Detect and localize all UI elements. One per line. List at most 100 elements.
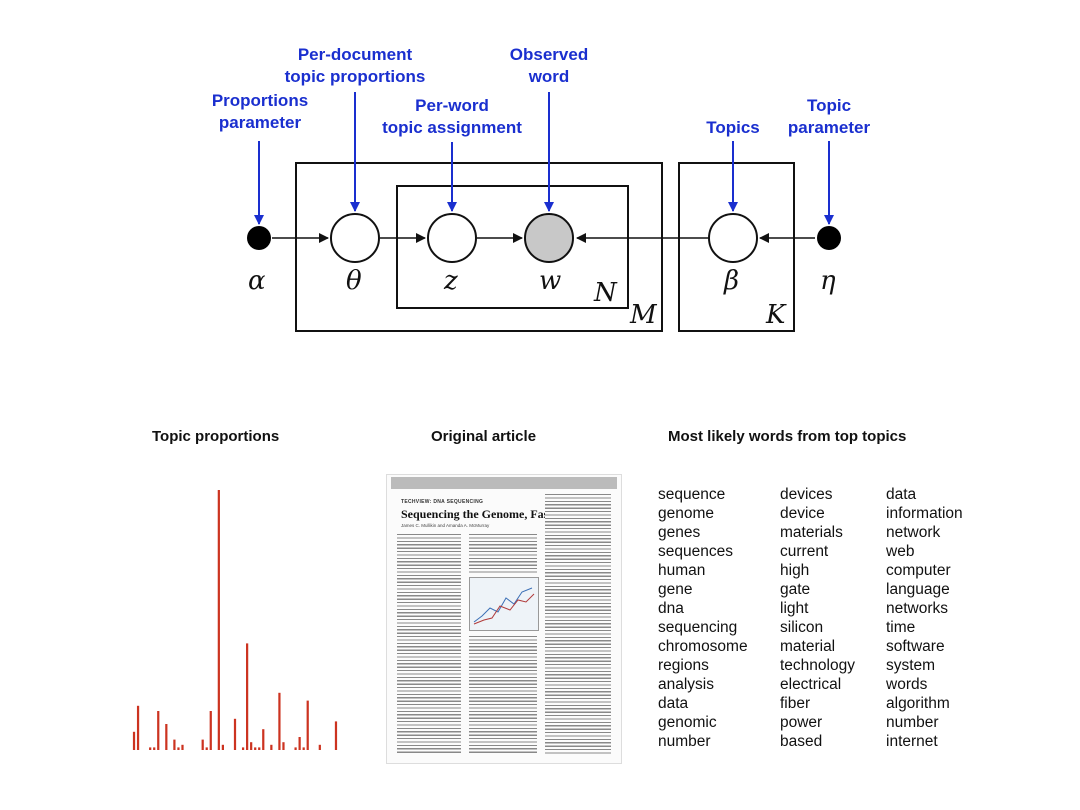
article-authors: James C. Mullikin and Amanda A. McMurray bbox=[401, 523, 490, 528]
topic-proportion-bar bbox=[205, 747, 208, 750]
topic-proportion-bar bbox=[258, 747, 261, 750]
word-item: internet bbox=[886, 733, 938, 750]
w-node bbox=[524, 213, 574, 263]
plate-diagram bbox=[247, 92, 841, 332]
word-item: human bbox=[658, 562, 706, 579]
article-column bbox=[469, 635, 537, 755]
word-item: regions bbox=[658, 657, 709, 674]
z-symbol: z bbox=[444, 266, 458, 296]
alpha-node bbox=[247, 226, 271, 250]
word-item: sequence bbox=[658, 486, 726, 503]
plate-m-label: M bbox=[630, 300, 657, 330]
theta-node bbox=[330, 213, 380, 263]
word-item: device bbox=[780, 505, 825, 522]
word-item: genes bbox=[658, 524, 701, 541]
topic-proportion-bar bbox=[318, 744, 321, 750]
topic-proportion-bar bbox=[132, 731, 136, 750]
word-item: sequences bbox=[658, 543, 733, 560]
alpha-symbol: α bbox=[248, 266, 266, 296]
word-column-1: sequence genome genes sequences human ge… bbox=[658, 485, 748, 751]
word-item: number bbox=[658, 733, 711, 750]
eta-node bbox=[817, 226, 841, 250]
plate-n-label: N bbox=[594, 278, 617, 308]
topics-label: Topics bbox=[706, 118, 760, 137]
topic-proportion-bar bbox=[250, 742, 253, 750]
topic-proportion-bar bbox=[181, 744, 184, 750]
word-item: devices bbox=[780, 486, 833, 503]
word-item: genomic bbox=[658, 714, 717, 731]
topic-proportion-bar bbox=[294, 747, 297, 750]
topic-proportion-bar bbox=[298, 737, 301, 750]
beta-symbol: β bbox=[724, 266, 740, 296]
topic-proportion-bar bbox=[201, 739, 204, 750]
article-column bbox=[469, 533, 537, 575]
word-item: language bbox=[886, 581, 950, 598]
topic-proportion-bar bbox=[136, 705, 140, 750]
plate-n bbox=[396, 185, 629, 309]
word-item: dna bbox=[658, 600, 684, 617]
article-column bbox=[545, 493, 611, 755]
article-thumbnail: TECHVIEW: DNA SEQUENCING Sequencing the … bbox=[386, 474, 622, 764]
word-item: power bbox=[780, 714, 823, 731]
original-article-title: Original article bbox=[431, 428, 537, 445]
word-item: data bbox=[886, 486, 917, 503]
plate-k-label: K bbox=[766, 300, 786, 330]
plate-m bbox=[295, 162, 663, 332]
word-item: number bbox=[886, 714, 939, 731]
word-item: technology bbox=[780, 657, 855, 674]
topic-proportion-bar bbox=[306, 700, 309, 750]
word-item: genome bbox=[658, 505, 715, 522]
word-item: networks bbox=[886, 600, 949, 617]
word-item: gene bbox=[658, 581, 693, 598]
topic-proportion-bar bbox=[282, 742, 285, 750]
beta-node bbox=[708, 213, 758, 263]
plate-k bbox=[678, 162, 795, 332]
word-item: web bbox=[886, 543, 915, 560]
article-kicker: TECHVIEW: DNA SEQUENCING bbox=[401, 499, 484, 505]
word-item: system bbox=[886, 657, 936, 674]
word-item: network bbox=[886, 524, 941, 541]
word-item: computer bbox=[886, 562, 951, 579]
topic-proportions-chart bbox=[132, 490, 338, 750]
observed-word-label: Observed word bbox=[509, 45, 589, 86]
proportions-parameter-label: Proportions parameter bbox=[211, 91, 309, 132]
word-item: materials bbox=[780, 524, 843, 541]
topic-proportion-bar bbox=[149, 747, 152, 750]
word-column-3: data information network web computer la… bbox=[886, 485, 963, 751]
z-node bbox=[427, 213, 477, 263]
word-item: silicon bbox=[780, 619, 824, 636]
topic-proportion-bar bbox=[209, 711, 212, 750]
topic-proportion-bar bbox=[153, 747, 156, 750]
topic-proportion-bar bbox=[278, 692, 281, 750]
word-item: chromosome bbox=[658, 638, 748, 655]
per-word-topic-assignment-label: Per-word topic assignment bbox=[382, 96, 522, 137]
topic-proportion-bar bbox=[254, 747, 257, 750]
word-item: gate bbox=[780, 581, 811, 598]
topic-proportion-bar bbox=[246, 643, 249, 750]
top-words-title: Most likely words from top topics bbox=[668, 428, 907, 445]
topic-proportion-bar bbox=[262, 729, 265, 750]
article-column bbox=[397, 533, 461, 755]
word-item: based bbox=[780, 733, 823, 750]
eta-symbol: η bbox=[820, 266, 836, 296]
article-figure bbox=[469, 577, 539, 631]
word-item: algorithm bbox=[886, 695, 950, 712]
w-symbol: w bbox=[539, 266, 562, 296]
topic-proportion-bar bbox=[177, 747, 180, 750]
topic-proportion-bar bbox=[270, 744, 273, 750]
article-title: Sequencing the Genome, Fast bbox=[401, 507, 553, 521]
topic-proportion-bar bbox=[241, 747, 245, 750]
article-header-bar bbox=[391, 477, 617, 489]
word-item: light bbox=[780, 600, 809, 617]
word-item: current bbox=[780, 543, 829, 560]
topic-proportion-bar bbox=[233, 718, 237, 750]
topic-proportion-bar bbox=[217, 490, 220, 750]
word-item: software bbox=[886, 638, 945, 655]
topic-proportion-bar bbox=[334, 721, 338, 750]
topic-proportions-title: Topic proportions bbox=[152, 428, 280, 445]
word-item: sequencing bbox=[658, 619, 738, 636]
topic-proportion-bar bbox=[165, 724, 168, 750]
word-item: information bbox=[886, 505, 963, 522]
topic-proportion-bar bbox=[173, 739, 176, 750]
word-item: high bbox=[780, 562, 810, 579]
